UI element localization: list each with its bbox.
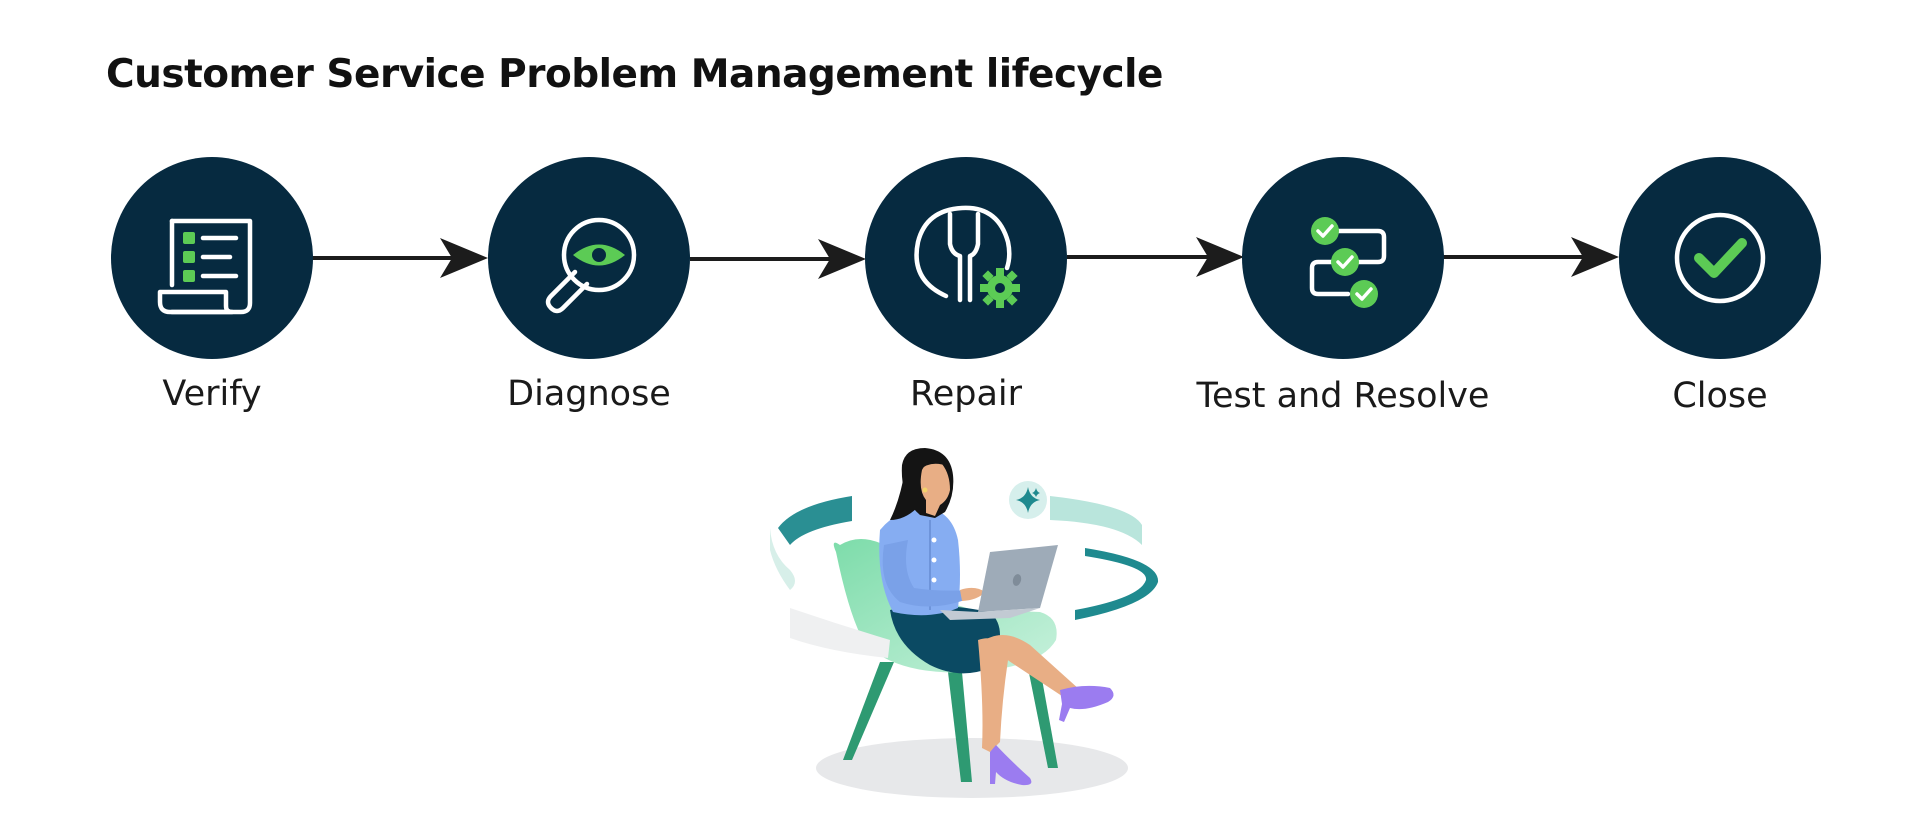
- shirt-buttons: [931, 537, 937, 583]
- magnifier-eye-icon: [545, 217, 637, 314]
- hand: [960, 587, 985, 601]
- checkmark-flow-icon: [1309, 217, 1387, 308]
- shoes: [990, 685, 1114, 786]
- step-circle-close: [1619, 157, 1821, 359]
- earring: [922, 487, 928, 493]
- laptop: [940, 545, 1058, 620]
- face: [920, 462, 950, 516]
- orbit-ring-back: [778, 496, 1159, 620]
- legs: [978, 635, 1085, 752]
- arrow-diagnose-to-repair: [690, 239, 866, 279]
- wrench-gear-icon: [914, 205, 1020, 308]
- step-label-diagnose: Diagnose: [507, 374, 671, 414]
- step-label-close: Close: [1672, 376, 1768, 416]
- arm: [882, 540, 970, 607]
- hair-front: [890, 454, 948, 520]
- skirt: [890, 605, 1000, 674]
- step-label-test-and-resolve: Test and Resolve: [1196, 376, 1490, 416]
- step-label-verify: Verify: [162, 374, 262, 414]
- checklist-document-icon: [157, 218, 253, 315]
- check-circle-icon: [1674, 212, 1766, 304]
- arrow-repair-to-test: [1067, 237, 1244, 277]
- page-title: Customer Service Problem Management life…: [106, 52, 1164, 97]
- chair-legs: [843, 662, 1058, 782]
- orbit-ring-front: [770, 528, 890, 658]
- step-label-repair: Repair: [909, 374, 1023, 414]
- step-circle-repair: [865, 157, 1067, 359]
- sparkle-badge-icon: [1009, 481, 1047, 519]
- floor-shadow: [816, 738, 1128, 798]
- connector-arrows: [312, 237, 1619, 279]
- arrow-verify-to-diagnose: [312, 238, 488, 278]
- arrow-test-to-close: [1443, 237, 1619, 277]
